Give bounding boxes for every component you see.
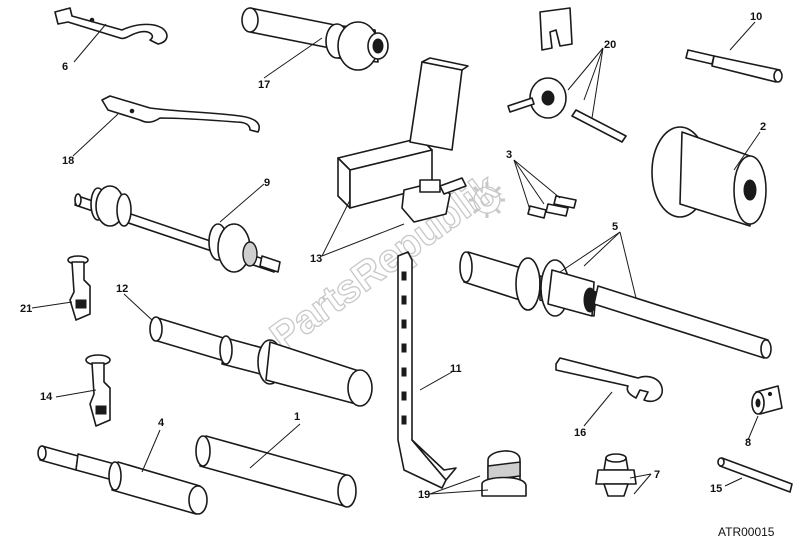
part-12-sleeve <box>149 316 373 407</box>
part-19-collar <box>481 450 527 497</box>
part-1-tube <box>195 435 357 508</box>
part-14-holder <box>85 354 111 427</box>
callout-15: 15 <box>710 483 722 495</box>
callout-18: 18 <box>62 155 74 167</box>
part-16-spanner <box>555 357 664 403</box>
callout-labels: 1 2 3 4 5 6 7 8 9 10 11 12 13 14 15 16 1… <box>20 11 766 501</box>
callout-16: 16 <box>574 427 586 439</box>
leader-lines <box>31 21 761 495</box>
part-9-puller <box>74 185 281 273</box>
callout-6: 6 <box>62 61 68 73</box>
part-10-pin <box>685 49 783 83</box>
part-7-adapter <box>595 453 637 497</box>
part-5-tube-set <box>459 251 772 359</box>
callout-8: 8 <box>745 437 751 449</box>
callout-5: 5 <box>612 221 618 233</box>
callout-10: 10 <box>750 11 762 23</box>
part-18-lever <box>101 95 260 133</box>
part-13-case <box>337 57 469 223</box>
callout-17: 17 <box>258 79 270 91</box>
callout-21: 21 <box>20 303 32 315</box>
part-15-rod <box>717 457 793 493</box>
callout-3: 3 <box>506 149 512 161</box>
callout-19: 19 <box>418 489 430 501</box>
part-8-collar <box>751 385 783 415</box>
watermark-gear-icon <box>469 182 505 218</box>
part-6-hook-spanner <box>54 7 168 45</box>
callout-14: 14 <box>40 391 53 403</box>
part-2-bush <box>651 126 767 227</box>
callout-2: 2 <box>760 121 766 133</box>
part-4-stepped-shaft <box>37 445 208 515</box>
part-11-bracket <box>397 251 457 489</box>
callout-7: 7 <box>654 469 660 481</box>
callout-4: 4 <box>158 417 165 429</box>
part-17-driver <box>241 7 389 71</box>
part-20-set <box>507 7 627 143</box>
callout-13: 13 <box>310 253 322 265</box>
part-21-holder <box>67 255 91 321</box>
callout-1: 1 <box>294 411 300 423</box>
part-3-keys <box>527 195 577 219</box>
callout-12: 12 <box>116 283 128 295</box>
callout-9: 9 <box>264 177 270 189</box>
callout-11: 11 <box>450 363 462 375</box>
drawing-reference: ATR00015 <box>718 525 775 539</box>
callout-20: 20 <box>604 39 616 51</box>
